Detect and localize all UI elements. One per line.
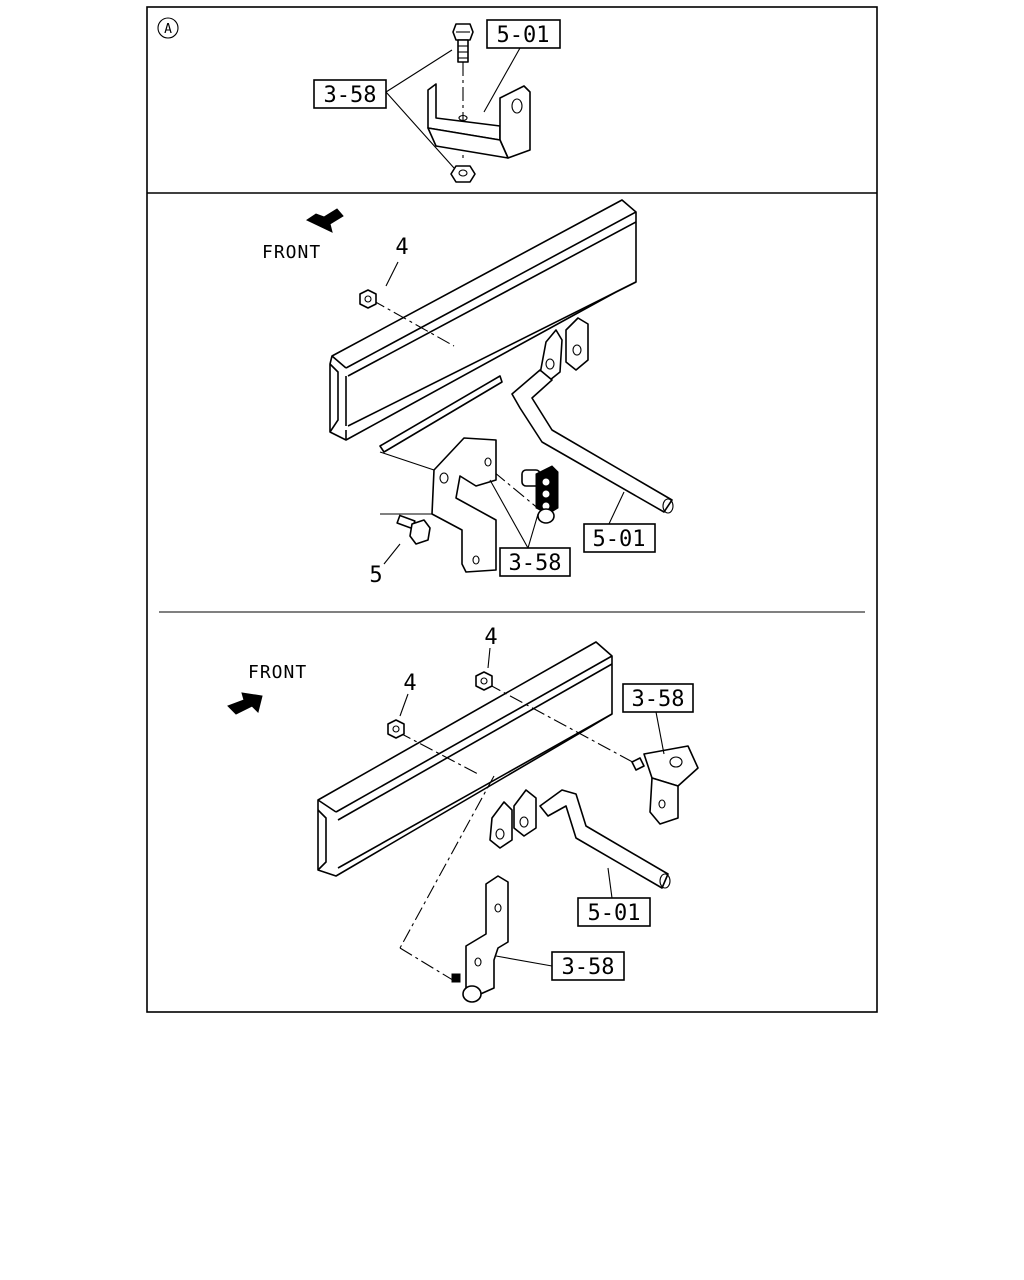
bolt-icon xyxy=(452,23,474,63)
hex-nut-icon xyxy=(475,671,493,691)
detail-bracket xyxy=(427,83,531,159)
callout-5-upper: 5 xyxy=(369,563,382,588)
hex-nut-icon xyxy=(359,289,377,309)
callout-4-upper: 4 xyxy=(395,235,408,260)
front-label-upper: FRONT xyxy=(262,242,321,263)
detail-a-panel: A 5-01 xyxy=(157,17,561,183)
front-arrow-icon xyxy=(227,692,263,715)
bolt-icon xyxy=(396,514,431,545)
diagram-frame xyxy=(146,6,878,1013)
front-arrow-icon xyxy=(305,208,344,233)
clip-upper xyxy=(521,465,559,524)
bracket-lower-bottom xyxy=(451,875,509,1003)
upper-view-panel: FRONT xyxy=(262,199,674,588)
detail-marker-label: A xyxy=(164,22,172,37)
callout-3-58-detail: 3-58 xyxy=(313,79,387,109)
svg-text:5-01: 5-01 xyxy=(593,527,646,552)
bracket-lower-right xyxy=(631,745,699,825)
callout-5-01-detail: 5-01 xyxy=(486,19,561,49)
callout-5-01-upper: 5-01 xyxy=(583,523,656,553)
callout-5-01-lower: 5-01 xyxy=(577,897,651,927)
svg-text:5-01: 5-01 xyxy=(497,23,550,48)
hex-nut-icon xyxy=(450,165,476,183)
callout-3-58-lower-right: 3-58 xyxy=(622,683,694,713)
callout-3-58-lower-bottom: 3-58 xyxy=(551,951,625,981)
svg-text:3-58: 3-58 xyxy=(632,687,685,712)
callout-3-58-upper: 3-58 xyxy=(499,547,571,577)
front-label-lower: FRONT xyxy=(248,662,307,683)
lower-view-panel: FRONT xyxy=(227,625,699,1003)
frame-rail-upper xyxy=(329,199,637,441)
bracket-upper xyxy=(379,375,503,573)
svg-text:3-58: 3-58 xyxy=(509,551,562,576)
frame-rail-lower xyxy=(317,641,613,877)
svg-text:3-58: 3-58 xyxy=(562,955,615,980)
hangers-lower xyxy=(489,789,537,849)
svg-text:5-01: 5-01 xyxy=(588,901,641,926)
pipe-lower xyxy=(539,789,671,889)
callout-4-lower-left: 4 xyxy=(403,671,416,696)
hex-nut-icon xyxy=(387,719,405,739)
svg-text:3-58: 3-58 xyxy=(324,83,377,108)
pipe-upper xyxy=(511,369,674,514)
detail-marker-circle xyxy=(157,17,179,39)
callout-4-lower-right: 4 xyxy=(484,625,497,650)
